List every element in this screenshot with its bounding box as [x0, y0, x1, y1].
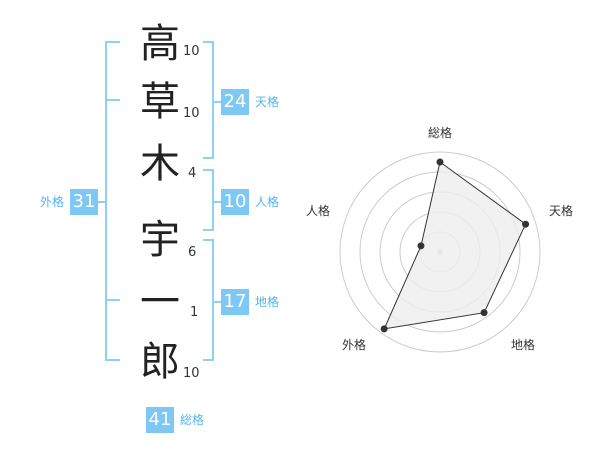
radar-label-chikaku: 地格	[511, 338, 536, 352]
name-char-4: 宇	[140, 217, 180, 263]
chikaku-badge: 17	[221, 289, 249, 315]
radar-point-1	[436, 158, 444, 166]
name-char-6: 郎	[140, 339, 180, 385]
stroke-count-3: 4	[188, 166, 197, 181]
name-char-5: 一	[140, 279, 180, 325]
radar-point-5	[417, 242, 425, 250]
radar-label-tenkaku: 天格	[549, 204, 574, 218]
radar-grid-ring	[339, 151, 541, 353]
stroke-count-2: 10	[183, 106, 200, 121]
gaikaku-label: 外格	[40, 195, 65, 209]
soukaku-label: 総格	[180, 413, 205, 427]
jinkaku-bracket	[203, 169, 222, 231]
chikaku-bracket	[203, 239, 222, 361]
chikaku-label: 地格	[255, 295, 280, 309]
radar-series-polygon	[383, 161, 527, 330]
radar-point-3	[480, 309, 488, 317]
stroke-count-5: 1	[190, 305, 199, 320]
name-char-2: 草	[140, 79, 180, 125]
radar-point-2	[522, 220, 530, 228]
stroke-count-1: 10	[183, 44, 200, 59]
tenkaku-badge: 24	[221, 89, 249, 115]
radar-label-gaikaku: 外格	[342, 338, 367, 352]
stroke-count-4: 6	[188, 245, 197, 260]
radar-chart	[339, 151, 541, 353]
name-char-3: 木	[140, 141, 180, 187]
stroke-count-6: 10	[183, 366, 200, 381]
soukaku-badge: 41	[146, 407, 174, 433]
tenkaku-label: 天格	[255, 95, 280, 109]
radar-label-jinkaku: 人格	[306, 204, 331, 218]
radar-point-4	[380, 325, 388, 333]
radar-label-soukaku: 総格	[428, 126, 453, 140]
tenkaku-bracket	[203, 41, 222, 159]
name-char-1: 高	[140, 21, 180, 67]
jinkaku-label: 人格	[255, 195, 280, 209]
jinkaku-badge: 10	[221, 189, 249, 215]
gaikaku-badge: 31	[70, 189, 98, 215]
